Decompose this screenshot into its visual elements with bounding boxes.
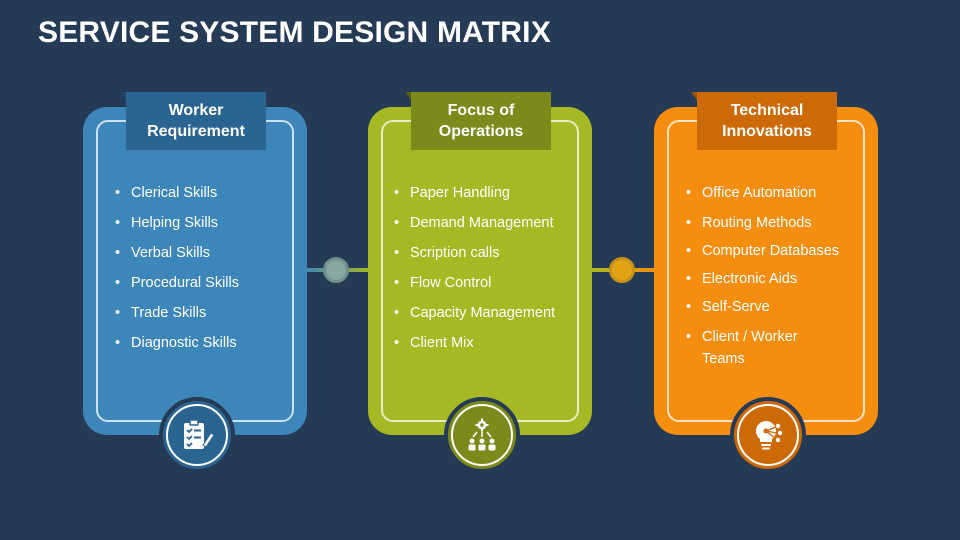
heading-line2: Requirement [147,123,245,140]
list-item: Helping Skills [113,214,239,232]
list-item: Office Automation [684,184,849,202]
heading-focus-of-operations: Focus of Operations [411,92,551,150]
heading-line1: Focus of [447,102,515,119]
list-worker-requirement: Clerical Skills Helping Skills Verbal Sk… [113,184,239,352]
list-item: Computer Databases [684,242,849,260]
list-item: Self-Serve [684,298,849,316]
icon-badge-innovations [730,397,806,473]
list-item: Electronic Aids [684,270,849,288]
clipboard-checklist-pen-icon [184,419,215,449]
lightbulb-network-icon [756,421,783,450]
list-item: Client / Worker Teams [684,326,804,370]
connector-node-left [323,257,349,283]
list-item: Paper Handling [392,184,555,202]
list-item: Verbal Skills [113,244,239,262]
tab-fold [120,92,126,100]
connector-node-right [609,257,635,283]
tab-fold [405,92,411,100]
list-item: Procedural Skills [113,274,239,292]
icon-badge-operations [444,397,520,473]
list-technical-innovations: Office Automation Routing Methods Comput… [684,184,849,370]
list-focus-of-operations: Paper Handling Demand Management Scripti… [392,184,555,352]
list-item: Trade Skills [113,304,239,322]
heading-line1: Worker [168,102,224,119]
list-item: Routing Methods [684,214,849,232]
heading-line1: Technical [730,102,804,119]
list-item: Client Mix [392,334,555,352]
list-item: Clerical Skills [113,184,239,202]
heading-line2: Innovations [722,123,812,140]
gear-team-arrows-icon [468,418,496,451]
tab-fold [691,92,697,100]
list-item: Diagnostic Skills [113,334,239,352]
icon-badge-worker [159,397,235,473]
heading-line2: Operations [438,123,524,140]
list-item: Scription calls [392,244,555,262]
page-title: SERVICE SYSTEM DESIGN MATRIX [38,16,551,49]
list-item: Demand Management [392,214,555,232]
list-item: Capacity Management [392,304,555,322]
list-item: Flow Control [392,274,555,292]
